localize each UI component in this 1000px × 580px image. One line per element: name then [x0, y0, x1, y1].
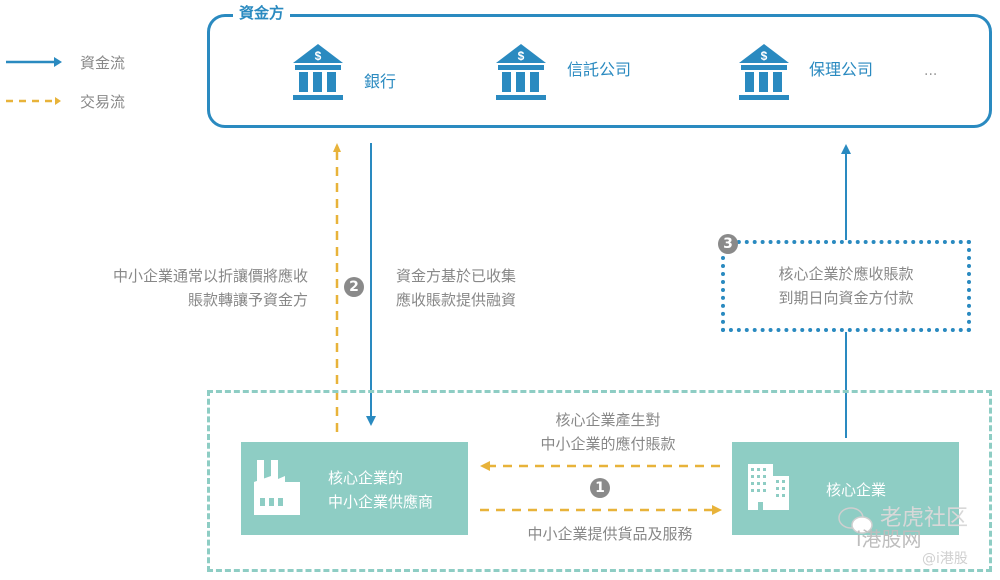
supplier-entity-label: 核心企業的 中小企業供應商 — [328, 466, 433, 514]
step3-badge: 3 — [718, 234, 738, 254]
legend-trade-flow-label: 交易流 — [80, 93, 126, 111]
legend-funding-flow-label: 資金流 — [80, 54, 126, 72]
institution-bank-label: 銀行 — [364, 72, 397, 91]
institution-factoring-company-label: 保理公司 — [809, 60, 874, 79]
svg-text:$: $ — [518, 49, 525, 63]
step2-financing-note-line1: 資金方基於已收集 — [396, 267, 517, 285]
funders-group — [207, 14, 992, 128]
office-building-icon — [748, 464, 789, 510]
step3-payment-note-line2: 到期日向資金方付款 — [778, 289, 914, 307]
core-entity-label: 核心企業 — [826, 481, 887, 499]
step2-transfer-note: 中小企業通常以折讓價將應收 賬款轉讓予資金方 — [96, 264, 308, 312]
step2-financing-note: 資金方基於已收集 應收賬款提供融資 — [396, 264, 516, 312]
bank-icon: $ — [293, 44, 343, 100]
svg-text:$: $ — [315, 49, 322, 63]
step1-payable-note-line1: 核心企業產生對 — [555, 411, 661, 429]
step2-transfer-note-line1: 中小企業通常以折讓價將應收 — [112, 267, 308, 285]
supplier-entity-label-line1: 核心企業的 — [328, 469, 404, 487]
institution-trust-company-label: 信託公司 — [567, 60, 632, 79]
funding-flow-arrow-up — [841, 144, 851, 438]
trade-flow-arrow-right — [480, 505, 722, 515]
step1-payable-note: 核心企業產生對 中小企業的應付賬款 — [510, 408, 706, 456]
watermark-line3: @i港股 — [922, 551, 968, 567]
trade-flow-arrow-up — [333, 143, 341, 432]
step3-payment-box — [721, 240, 971, 332]
step2-badge: 2 — [344, 277, 364, 297]
step3-payment-note: 核心企業於應收賬款 到期日向資金方付款 — [725, 262, 967, 310]
step1-payable-note-line2: 中小企業的應付賬款 — [540, 435, 676, 453]
step2-transfer-note-line2: 賬款轉讓予資金方 — [187, 291, 308, 309]
trade-relationship-group — [207, 390, 992, 572]
bank-icon: $ — [739, 44, 789, 100]
watermark-line2: i港股网 — [856, 527, 922, 551]
wechat-watermark-icon — [838, 507, 873, 534]
bank-icon: $ — [496, 44, 546, 100]
funders-title: 資金方 — [233, 2, 291, 23]
step3-payment-note-line1: 核心企業於應收賬款 — [778, 265, 914, 283]
supplier-entity-label-line2: 中小企業供應商 — [328, 493, 434, 511]
step1-goods-note: 中小企業提供貨品及服務 — [527, 525, 693, 543]
step1-badge: 1 — [590, 478, 610, 498]
trade-flow-arrow-left — [480, 461, 720, 471]
funding-flow-arrow-down — [366, 143, 376, 426]
watermark-line1: 老虎社区 — [880, 506, 969, 531]
factory-icon — [254, 460, 300, 515]
svg-text:$: $ — [761, 49, 768, 63]
legend-funding-arrow-icon — [6, 57, 62, 105]
step2-financing-note-line2: 應收賬款提供融資 — [396, 291, 517, 309]
more-institutions-ellipsis: ... — [924, 63, 938, 79]
